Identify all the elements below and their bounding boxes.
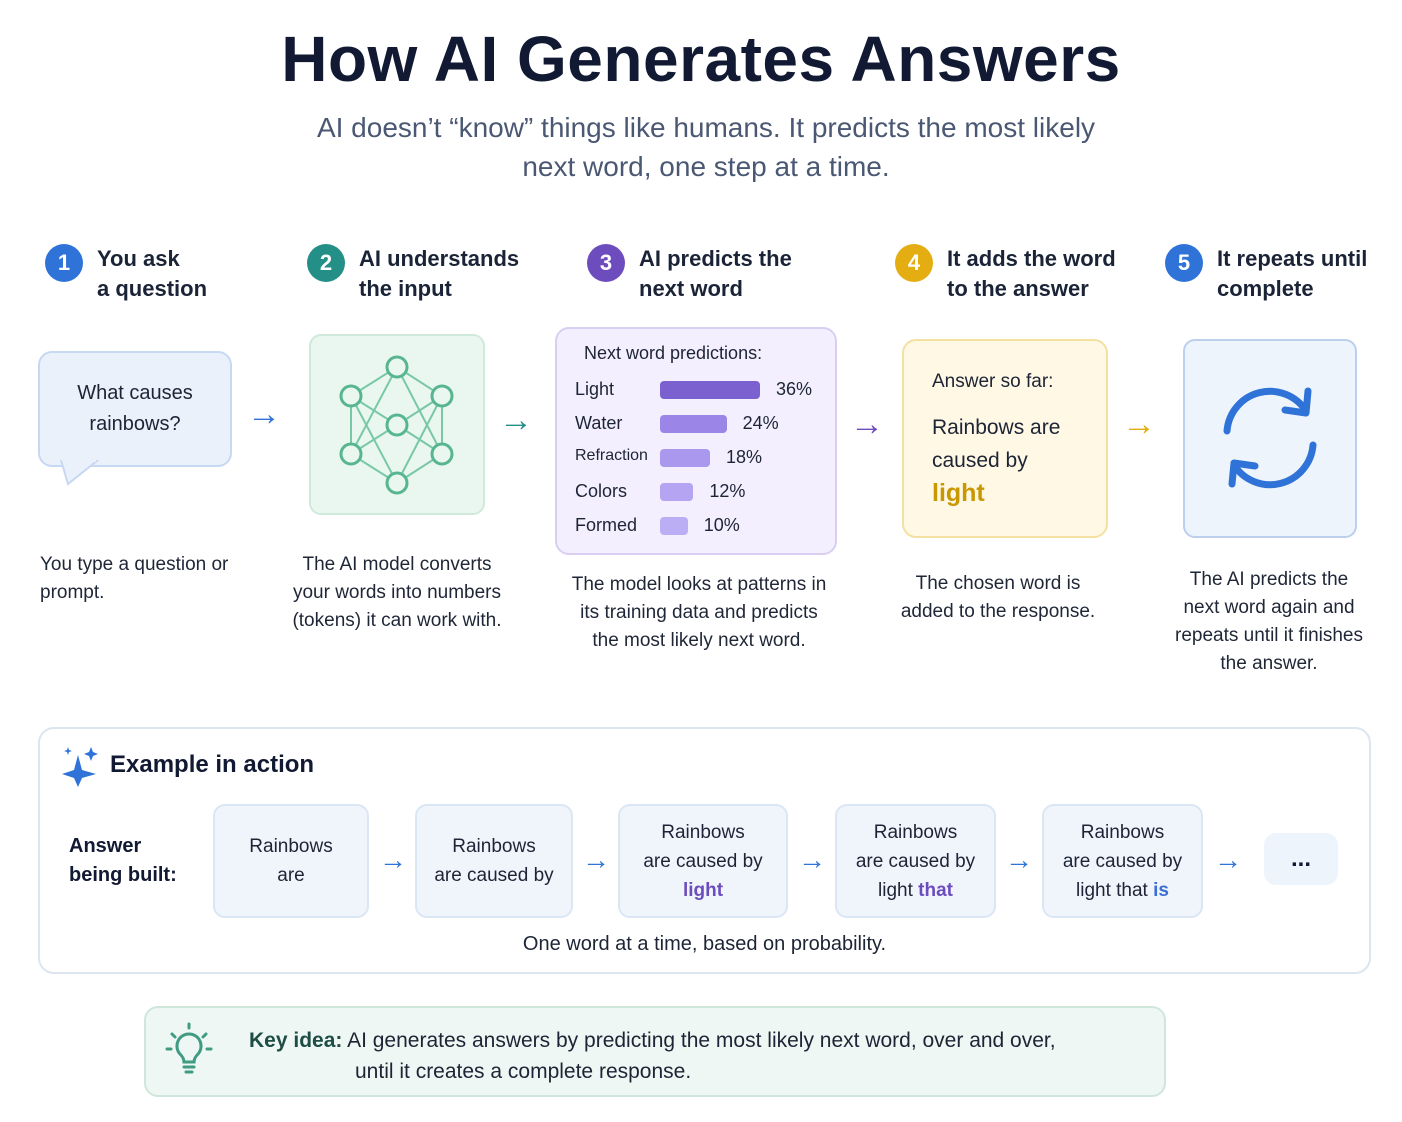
arrow-right-icon: →	[798, 844, 826, 875]
key-idea-label: Key idea:	[249, 1029, 343, 1052]
chosen-word: light	[932, 479, 985, 507]
chart-bar	[660, 449, 710, 467]
chart-bar	[660, 517, 688, 535]
chart-category-label: Formed	[575, 515, 638, 535]
chart-bar	[660, 483, 694, 501]
arrow-right-icon: →	[247, 395, 281, 433]
arrow-right-icon: →	[582, 844, 610, 875]
chart-category-label: Refraction	[575, 447, 648, 464]
arrow-right-icon: →	[379, 844, 407, 875]
example-title: Example in action	[110, 751, 315, 778]
highlighted-word: that	[918, 879, 953, 901]
sparkles-icon	[62, 747, 98, 787]
arrow-right-icon: →	[1005, 844, 1033, 875]
chart-value-label: 10%	[703, 515, 740, 535]
highlighted-word: light	[682, 879, 724, 901]
page-title: How AI Generates Answers	[281, 23, 1121, 95]
neural-network-panel	[309, 334, 485, 515]
step-3-description: The model looks at patterns in its train…	[571, 574, 827, 651]
page-subtitle: AI doesn’t “know” things like humans. It…	[316, 112, 1096, 182]
repeat-panel	[1183, 339, 1357, 538]
example-card-3: Rainbows are caused by light	[618, 804, 788, 918]
arrow-right-icon: →	[1214, 844, 1242, 875]
step-number-5: 5	[1165, 244, 1203, 282]
repeat-cycle-icon	[1223, 387, 1317, 489]
step-2-description: The AI model converts your words into nu…	[292, 554, 502, 631]
chart-bar	[660, 415, 727, 433]
answer-label: Answer so far:	[932, 371, 1054, 392]
more-indicator: ...	[1264, 833, 1338, 885]
key-idea-panel: Key idea: AI generates answers by predic…	[144, 1006, 1166, 1097]
prediction-chart: Next word predictions: Light 36% Water 24% R…	[555, 327, 837, 555]
step-number-4: 4	[895, 244, 933, 282]
chart-category-label: Colors	[575, 481, 628, 501]
chart-category-label: Light	[575, 379, 615, 399]
chart-category-label: Water	[575, 413, 623, 433]
chart-title: Next word predictions:	[584, 343, 763, 363]
chart-value-label: 18%	[726, 447, 763, 467]
chart-value-label: 24%	[742, 413, 779, 433]
neural-network-icon	[339, 355, 454, 495]
example-card-5: Rainbows are caused by light that is	[1042, 804, 1203, 918]
step-number-3: 3	[587, 244, 625, 282]
arrow-right-icon: →	[1122, 405, 1156, 443]
example-caption: One word at a time, based on probability…	[522, 933, 887, 955]
chart-value-label: 12%	[709, 481, 746, 501]
step-number-1: 1	[45, 244, 83, 282]
arrow-right-icon: →	[499, 401, 533, 439]
step-1-description: You type a question or prompt.	[40, 554, 229, 603]
step-number-2: 2	[307, 244, 345, 282]
key-idea-text: Key idea: AI generates answers by predic…	[249, 1029, 1056, 1083]
speech-bubble-tail	[60, 460, 99, 486]
step-4-description: The chosen word is added to the response…	[900, 573, 1096, 622]
highlighted-word: is	[1153, 879, 1169, 901]
chart-bar	[660, 381, 760, 399]
step-5-description: The AI predicts the next word again and …	[1175, 569, 1363, 674]
example-card-4: Rainbows are caused by light that	[835, 804, 996, 918]
arrow-right-icon: →	[850, 405, 884, 443]
chart-value-label: 36%	[776, 379, 813, 399]
lightbulb-icon	[165, 1022, 213, 1074]
